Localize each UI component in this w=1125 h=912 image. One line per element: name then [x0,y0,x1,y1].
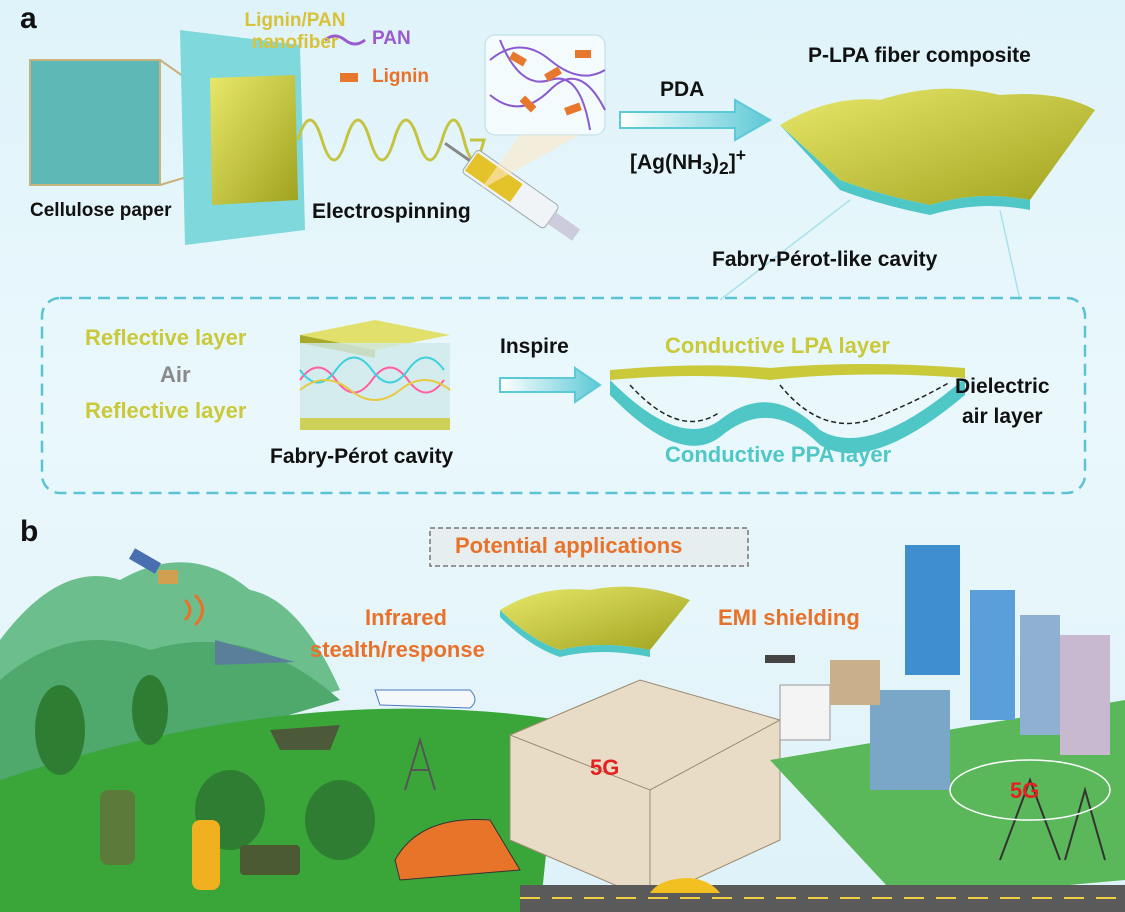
ag-sub2: 2 [719,158,729,179]
ag-sub: 3 [702,158,713,179]
inspire-arrow [499,366,602,404]
infrared-label-2: stealth/response [310,637,485,662]
callout-lines [719,199,1021,301]
fp-like-cavity-label: Fabry-Pérot-like cavity [712,248,938,271]
application-sheet [500,586,690,650]
badge-5g-home: 5G [590,755,620,780]
ag-close: ) [712,151,720,174]
conductive-ppa-label: Conductive PPA layer [665,442,892,467]
emi-shielding-label: EMI shielding [718,605,860,630]
infrared-label-1: Infrared [365,605,447,630]
helicopter-icon [270,725,340,750]
smart-home-icon [509,679,781,901]
process-arrow [619,98,773,142]
applications-box [429,527,749,567]
city-ground [770,700,1125,900]
composite-sheet [780,88,1095,205]
spinning-jet [296,118,486,162]
reflective-layer-bottom: Reflective layer [85,398,247,423]
soldier-icon [100,790,135,865]
ag-end: ] [728,151,736,174]
lignin-pan-layer [210,75,298,205]
lignin-legend-label: Lignin [372,66,429,87]
application-sheet-underside [500,610,650,657]
inspire-label: Inspire [500,335,569,358]
ag-text: [Ag(NH [630,151,703,174]
silver-ammonia-label: [Ag(NH3)2]+ [630,145,746,179]
fp-cavity-label: Fabry-Pérot cavity [270,445,454,468]
cavity-dashed-box [40,296,1087,495]
electrospinning-label: Electrospinning [312,200,471,223]
pan-legend-line [324,34,366,46]
smart-home-edges [509,719,781,900]
drone-icon [765,655,795,663]
train-icon [394,819,521,881]
dielectric-label-2: air layer [962,405,1043,428]
cellulose-paper-label: Cellulose paper [30,200,172,221]
fighter-jet-icon [215,640,295,665]
satellite-icon [129,548,204,627]
cellulose-paper-image [29,59,161,186]
composite-label: P-LPA fiber composite [808,44,1031,67]
badge-5g-city: 5G [1010,778,1040,803]
cell-tower-icon [999,777,1106,861]
tower-icon [404,736,436,791]
airplane-icon [374,689,476,709]
inset-pointer [480,135,580,190]
lignin-particles [509,50,591,116]
city-buildings [779,545,1110,790]
fp-cavity-illustration [299,320,451,430]
composite-sheet-underside [780,125,1030,215]
pda-label: PDA [660,78,705,101]
cross-section-illustration [610,364,965,454]
nanofiber-label: Lignin/PAN nanofiber [244,10,346,53]
thermal-figure-icon [192,820,220,890]
lignin-legend-rect [340,73,358,82]
car-icon [650,878,720,893]
signal-rings [949,759,1111,821]
military-vehicle-icon [240,845,300,875]
dielectric-label-1: Dielectric [955,375,1050,398]
panel-b-label: b [20,515,39,548]
panel-a-label: a [20,2,37,35]
pan-legend-label: PAN [372,28,411,49]
conductive-lpa-label: Conductive LPA layer [665,333,890,358]
potential-applications-label: Potential applications [455,533,683,558]
air-label: Air [160,362,191,387]
reflective-layer-top: Reflective layer [85,325,247,350]
ag-sup: + [735,145,747,165]
